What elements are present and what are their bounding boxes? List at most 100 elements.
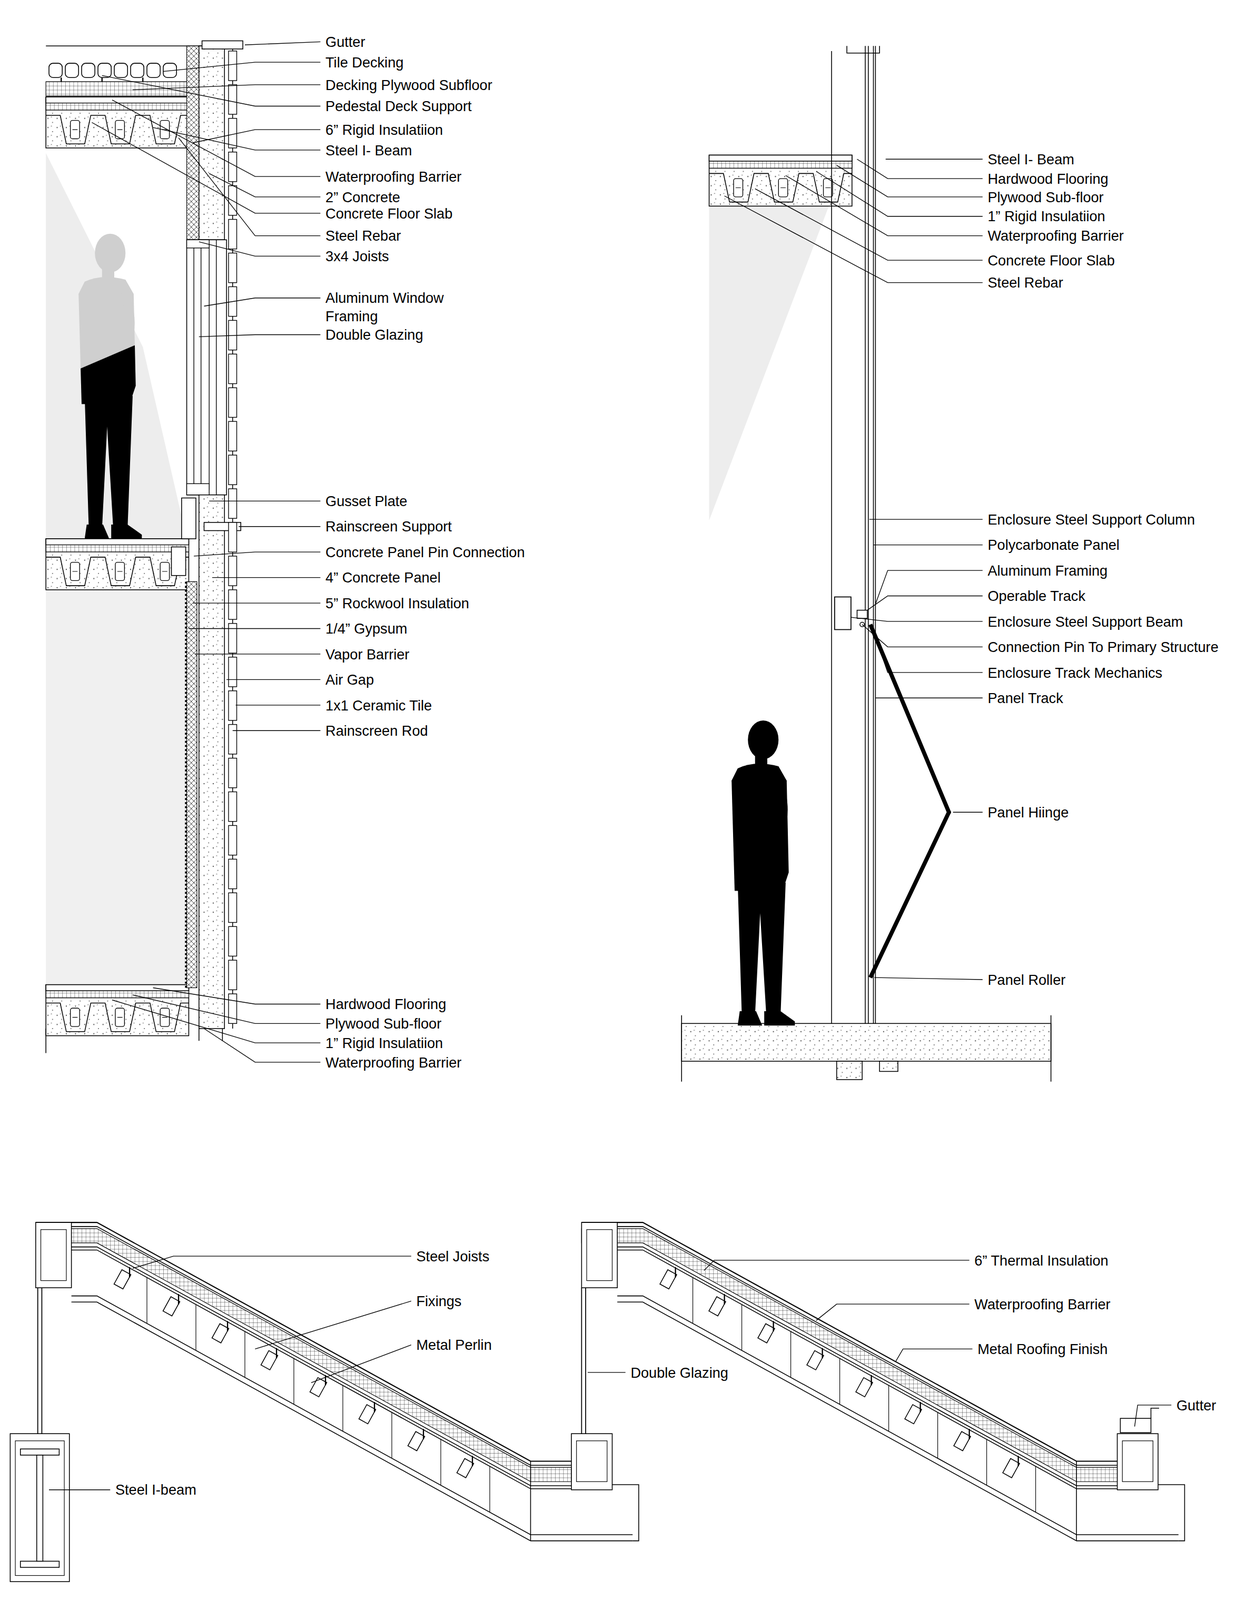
part-label: Vapor Barrier (323, 645, 412, 664)
leader-line (1134, 1405, 1172, 1427)
leader-line (193, 551, 321, 557)
leader-line (836, 165, 983, 197)
leader-line (867, 596, 983, 611)
leader-line (311, 1344, 412, 1383)
leader-line (587, 1371, 626, 1373)
part-label: Steel I- Beam (323, 140, 414, 160)
part-label: Air Gap (323, 670, 377, 689)
leader-line (194, 653, 321, 655)
leader-line (873, 630, 983, 672)
leader-line (112, 100, 321, 177)
part-label: Aluminum Window Framing (323, 288, 471, 326)
part-label: Gutter (323, 32, 368, 52)
leader-line (204, 1028, 321, 1063)
part-label: Waterproofing Barrier (323, 1053, 464, 1072)
part-label: Connection Pin To Primary Structure (985, 637, 1221, 657)
part-label: Steel Rebar (323, 226, 403, 245)
part-label: 4” Concrete Panel (323, 568, 443, 587)
leader-line (102, 75, 321, 106)
part-label: 1/4” Gypsum (323, 619, 410, 638)
leader-line (199, 241, 321, 256)
leader-line (953, 812, 983, 813)
leader-line (192, 602, 321, 603)
part-label: Polycarbonate Panel (985, 535, 1122, 555)
leader-line (254, 1300, 411, 1349)
leader-line (235, 704, 321, 706)
leader-line (244, 41, 321, 45)
leader-line (862, 624, 983, 648)
leader-line (199, 334, 321, 338)
part-label: Plywood Sub-floor (323, 1014, 444, 1033)
part-label: Decking Plywood Subfloor (323, 75, 494, 94)
leader-line (873, 544, 983, 546)
leader-line (885, 159, 983, 160)
part-label: 3x4 Joists (323, 246, 391, 266)
leader-line (875, 697, 983, 699)
part-label: 6” Rigid Insulatiion (323, 120, 445, 140)
part-label: 5” Rockwool Insulation (323, 594, 472, 613)
part-label: 1” Rigid Insulatiion (985, 206, 1108, 226)
part-label: Concrete Floor Slab (323, 204, 455, 223)
leader-line (704, 1260, 970, 1271)
part-label: Panel Roller (985, 970, 1068, 990)
leader-line (209, 173, 321, 197)
part-label: Hardwood Flooring (985, 169, 1111, 189)
part-label: Steel Joists (414, 1247, 492, 1266)
part-label: Gusset Plate (323, 491, 410, 511)
leader-line (232, 730, 321, 731)
part-label: Gutter (1174, 1396, 1219, 1415)
part-label: Metal Perlin (414, 1335, 494, 1354)
part-label: Rainscreen Rod (323, 721, 430, 740)
leader-line (209, 500, 321, 502)
leader-line (874, 977, 983, 980)
part-label: Waterproofing Barrier (985, 226, 1126, 245)
leader-line (204, 298, 321, 307)
part-label: Waterproofing Barrier (323, 167, 464, 186)
part-label: Panel Hiinge (985, 803, 1072, 822)
leader-line (238, 526, 321, 527)
part-label: Concrete Panel Pin Connection (323, 542, 527, 562)
leader-line (895, 1348, 973, 1361)
leader-line (724, 195, 983, 283)
part-label: Fixings (414, 1291, 464, 1311)
part-label: Steel I- Beam (985, 150, 1077, 169)
leader-line (851, 617, 983, 622)
part-label: Panel Track (985, 688, 1066, 708)
part-label: Hardwood Flooring (323, 994, 449, 1014)
leader-line (178, 137, 321, 236)
part-label: Pedestal Deck Support (323, 96, 474, 116)
part-label: 1” Rigid Insulatiion (323, 1033, 445, 1053)
part-label: Concrete Floor Slab (985, 251, 1117, 270)
part-label: Double Glazing (323, 325, 425, 344)
leader-line (153, 987, 321, 1005)
part-label: Operable Track (985, 586, 1088, 606)
part-label: Aluminum Framing (985, 561, 1110, 580)
part-label: Metal Roofing Finish (975, 1339, 1110, 1359)
leader-line (869, 519, 983, 520)
leader-line (132, 1256, 412, 1269)
leader-line (816, 171, 983, 217)
part-label: Enclosure Steel Support Beam (985, 612, 1186, 631)
part-label: 2” Concrete (323, 188, 402, 207)
leader-line (875, 570, 983, 605)
leader-line (91, 122, 321, 214)
part-label: 1x1 Ceramic Tile (323, 695, 434, 715)
leader-line (226, 679, 321, 680)
part-label: Double Glazing (628, 1363, 731, 1382)
leader-line (785, 175, 983, 236)
part-label: Steel Rebar (985, 273, 1066, 292)
part-label: Rainscreen Support (323, 517, 454, 536)
leader-line (816, 1303, 970, 1321)
leader-line (212, 577, 321, 578)
part-label: Enclosure Track Mechanics (985, 663, 1165, 682)
leader-line (132, 994, 321, 1024)
leader-line (857, 159, 983, 179)
leader-line (153, 127, 321, 151)
part-label: Plywood Sub-floor (985, 188, 1106, 207)
part-label: Enclosure Steel Support Column (985, 510, 1198, 529)
leader-line (188, 628, 321, 629)
leader-line (48, 1489, 111, 1490)
leader-line (755, 188, 983, 261)
part-label: Tile Decking (323, 53, 406, 72)
